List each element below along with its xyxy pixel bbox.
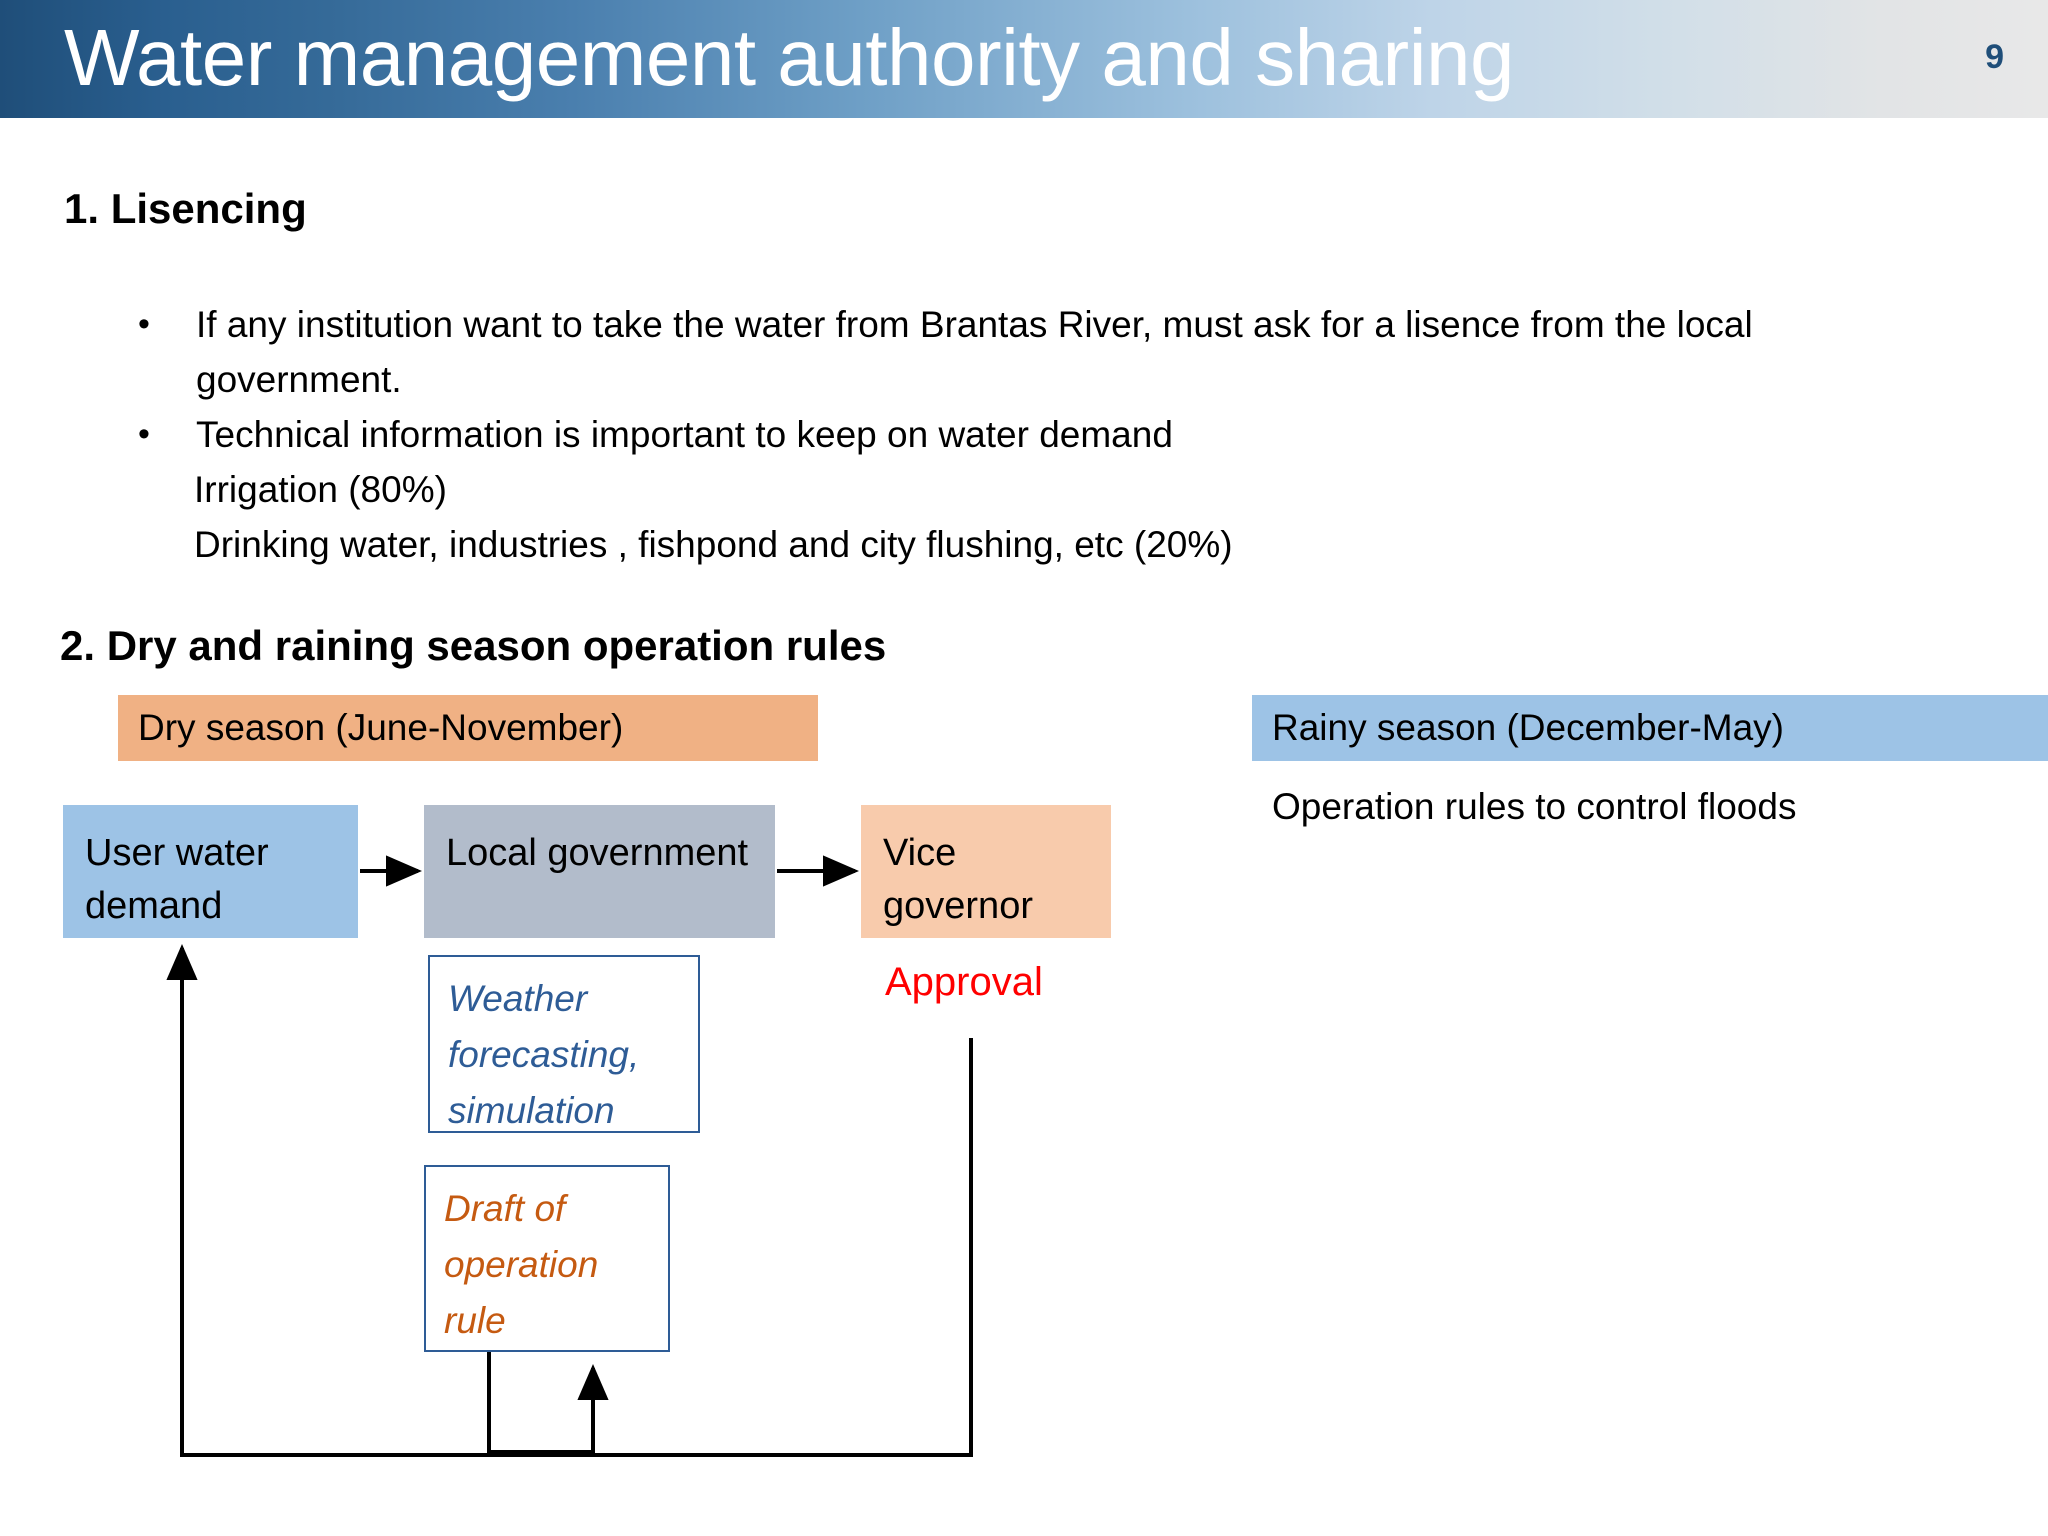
- list-item: • Technical information is important to …: [132, 407, 1932, 462]
- bullet-dot-icon: •: [138, 415, 150, 453]
- rainy-season-header-box: Rainy season (December-May): [1252, 695, 2048, 761]
- licensing-bullet-list: • If any institution want to take the wa…: [132, 297, 1932, 572]
- flow-box-local-government: Local government: [424, 805, 775, 938]
- list-item-text: Technical information is important to ke…: [196, 414, 1173, 455]
- other-uses-share-line: Drinking water, industries , fishpond an…: [194, 524, 1233, 565]
- slide-page-number: 9: [1985, 38, 2004, 76]
- dry-season-header-box: Dry season (June-November): [118, 695, 818, 761]
- flood-control-rules-text: Operation rules to control floods: [1272, 786, 1797, 827]
- section-heading-season-rules: 2. Dry and raining season operation rule…: [60, 622, 887, 669]
- approval-label: Approval: [885, 960, 1043, 1004]
- section-heading-licensing: 1. Lisencing: [64, 185, 307, 232]
- page-title: Water management authority and sharing: [64, 13, 1514, 102]
- note-box-draft-of-operation-rule: Draft of operation rule: [424, 1165, 670, 1352]
- list-item-text: If any institution want to take the wate…: [196, 304, 1753, 400]
- bullet-dot-icon: •: [138, 305, 150, 343]
- note-box-weather-forecasting: Weather forecasting, simulation: [428, 955, 700, 1133]
- slide-header-banner: Water management authority and sharing 9: [0, 0, 2048, 118]
- arrow-local-government-to-draft-rule: [487, 1352, 609, 1454]
- flow-box-vice-governor: Vice governor: [861, 805, 1111, 938]
- list-item: • If any institution want to take the wa…: [132, 297, 1932, 407]
- flow-box-user-water-demand: User water demand: [63, 805, 358, 938]
- irrigation-share-line: Irrigation (80%): [194, 469, 447, 510]
